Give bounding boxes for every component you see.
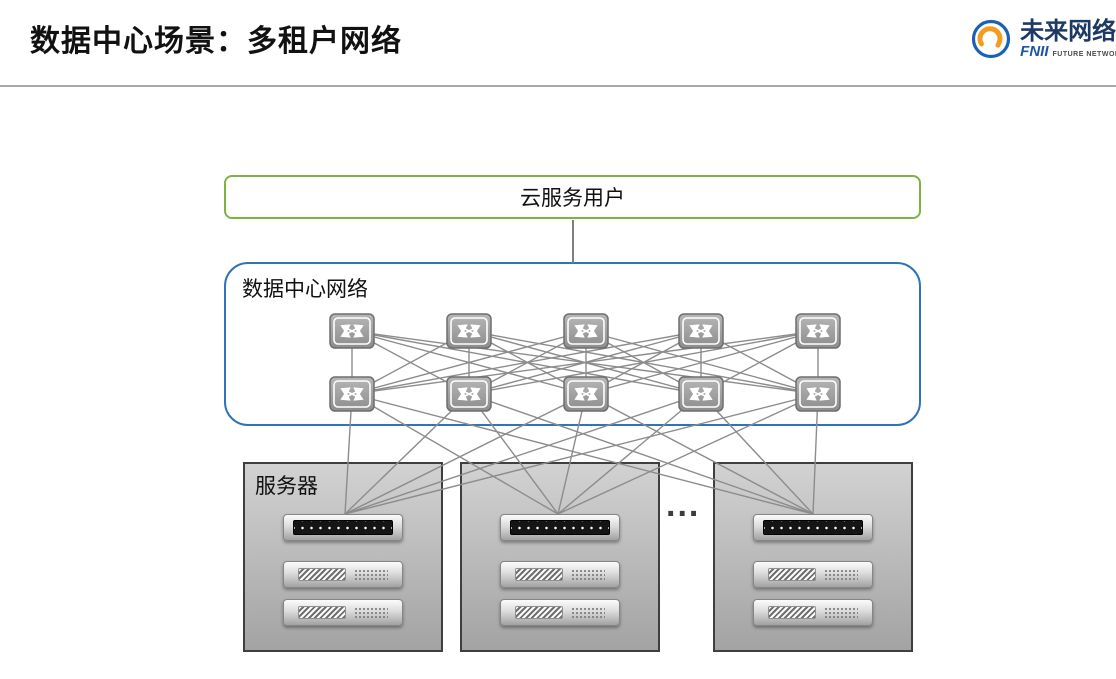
- server-unit: [753, 599, 873, 626]
- server-unit: [500, 599, 620, 626]
- server-unit: [753, 514, 873, 541]
- ellipsis: ...: [666, 486, 701, 524]
- logo-text-en: FNII FUTURE NETWORK: [1020, 42, 1116, 60]
- title-divider: [0, 85, 1116, 87]
- server-unit: [283, 561, 403, 588]
- fnii-logo-icon: [972, 19, 1011, 59]
- server-rack-1: 服务器: [243, 462, 443, 652]
- logo-text-cn: 未来网络: [1020, 17, 1116, 45]
- server-unit: [500, 514, 620, 541]
- cloud-users-label: 云服务用户: [520, 187, 625, 210]
- fnii-logo: 未来网络 FNII FUTURE NETWORK: [968, 16, 1116, 62]
- server-rack-3: [713, 462, 913, 652]
- server-unit: [753, 561, 873, 588]
- dc-network-label: 数据中心网络: [242, 278, 368, 301]
- server-unit: [283, 514, 403, 541]
- logo-text-future-network: FUTURE NETWORK: [1052, 50, 1116, 58]
- server-unit: [500, 561, 620, 588]
- servers-label: 服务器: [255, 475, 318, 498]
- slide-title: 数据中心场景：多租户网络: [30, 25, 402, 58]
- dc-network-box: 数据中心网络: [224, 262, 921, 426]
- logo-text-fnii: FNII: [1020, 42, 1049, 60]
- server-rack-2: [460, 462, 660, 652]
- server-unit: [283, 599, 403, 626]
- logo-text: 未来网络 FNII FUTURE NETWORK: [1020, 17, 1116, 60]
- cloud-users-box: 云服务用户: [224, 175, 921, 219]
